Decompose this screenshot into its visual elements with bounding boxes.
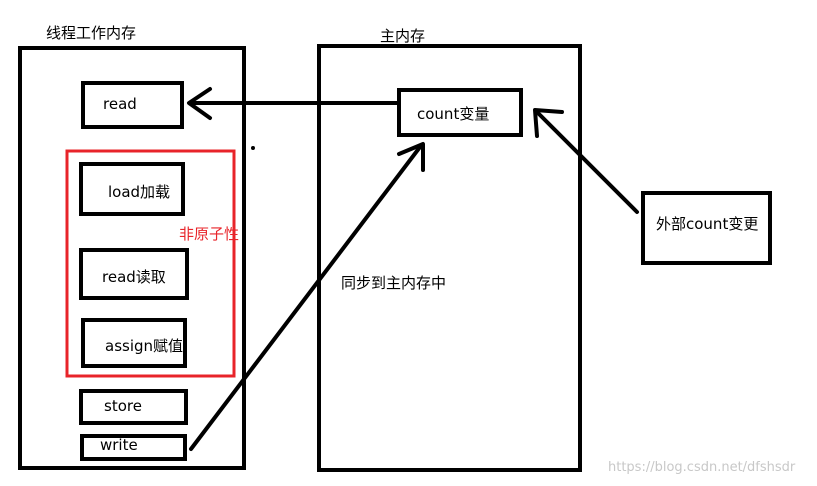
store-box [79, 389, 188, 425]
thread-memory-title: 线程工作内存 [46, 24, 137, 42]
load-box [79, 162, 185, 216]
arrow-count-to-read [187, 87, 400, 120]
non-atomic-group [65, 149, 236, 378]
read-box [81, 81, 184, 129]
assign-label: assign赋值 [105, 337, 184, 355]
read2-label: read读取 [102, 268, 166, 286]
external-change-box [641, 191, 772, 265]
write-box [80, 434, 187, 461]
main-memory-title: 主内存 [380, 27, 426, 45]
non-atomic-label: 非原子性 [179, 225, 240, 243]
store-label: store [104, 397, 142, 415]
thread-memory-box [18, 46, 246, 470]
read-label: read [103, 95, 137, 113]
stray-dot [251, 146, 255, 150]
count-variable-box [397, 88, 523, 137]
watermark: https://blog.csdn.net/dfshsdr [608, 460, 796, 475]
load-label: load加载 [108, 183, 171, 201]
external-change-label: 外部count变更 [656, 215, 759, 233]
assign-box [81, 318, 187, 368]
write-label: write [100, 436, 138, 454]
arrow-write-to-count [189, 142, 425, 451]
main-memory-box [317, 44, 582, 472]
arrow-external-to-count [533, 108, 639, 214]
read2-box [79, 248, 189, 300]
sync-label: 同步到主内存中 [341, 274, 447, 292]
count-variable-label: count变量 [417, 105, 490, 123]
